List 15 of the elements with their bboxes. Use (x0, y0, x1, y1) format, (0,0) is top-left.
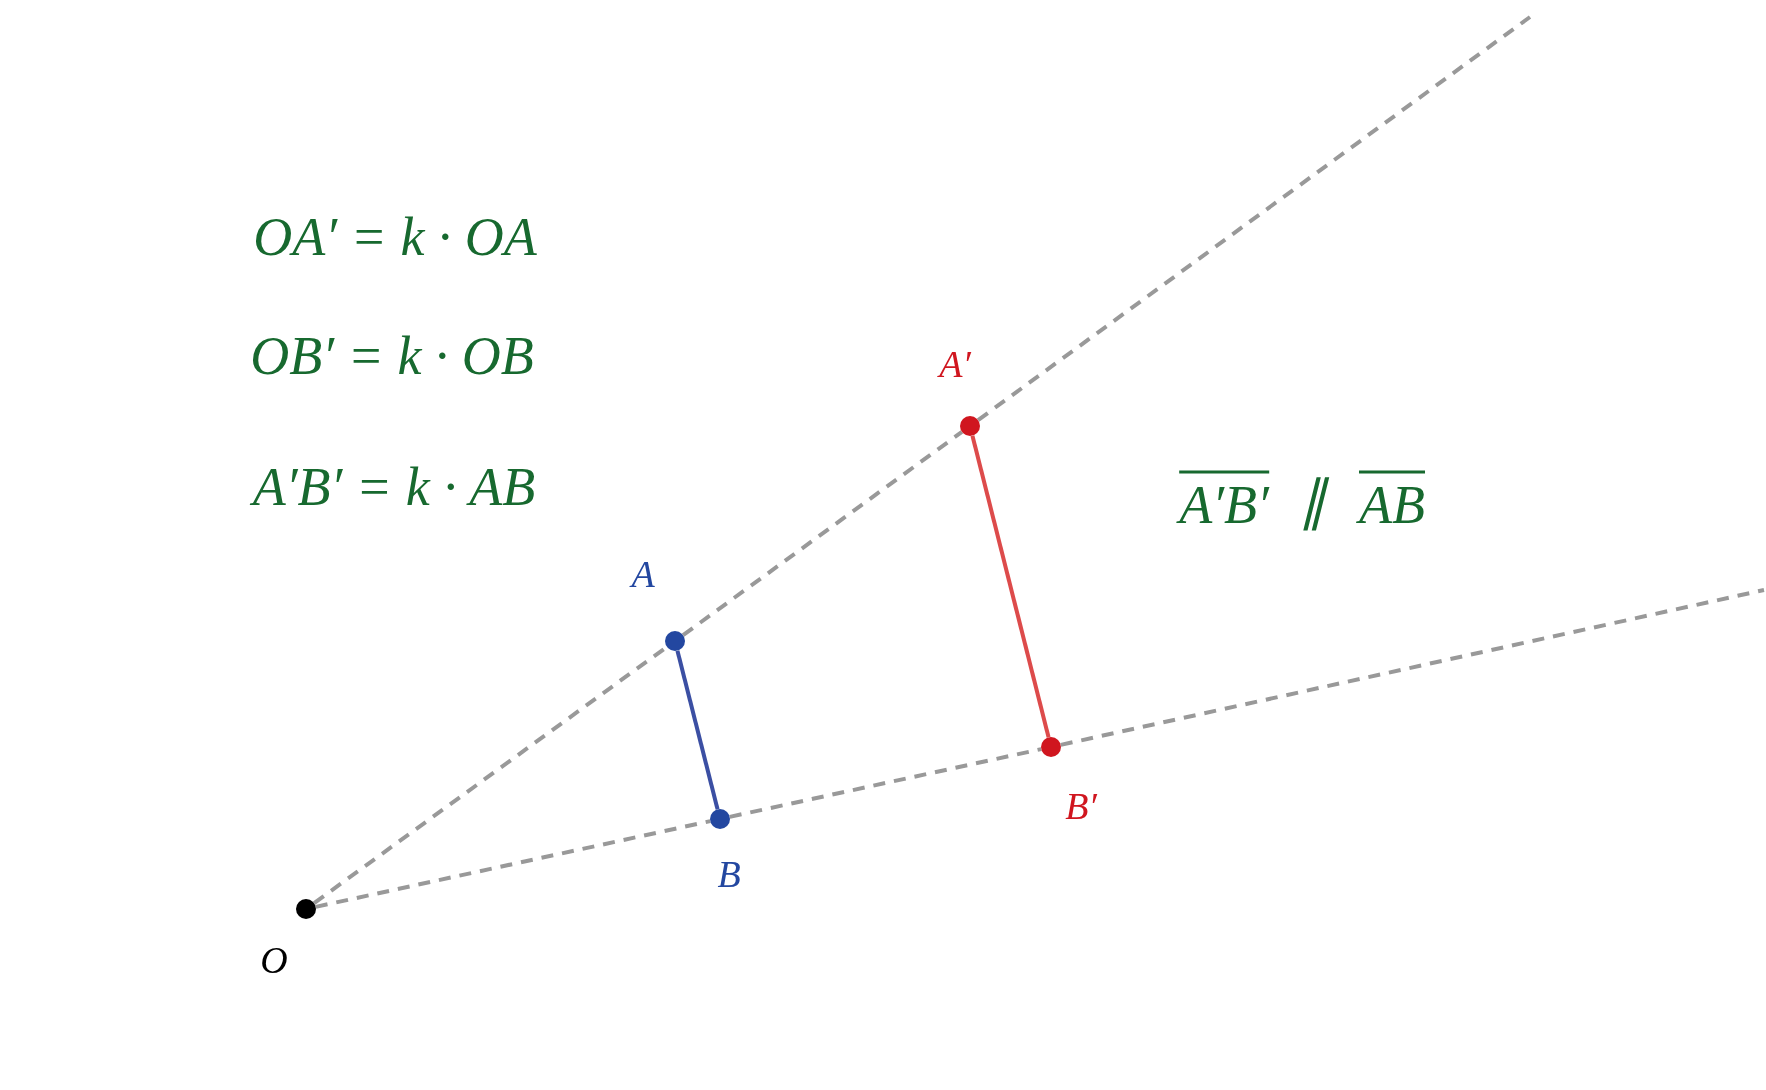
point-label: A′ (939, 345, 971, 383)
line-segment (970, 435, 1051, 738)
equation-text: A′B′ = k · AB (252, 460, 536, 514)
equation-text: OB′ = k · OB (250, 329, 534, 383)
dashed-ray (681, 430, 964, 637)
line-segment (675, 650, 720, 810)
dashed-ray (315, 819, 711, 909)
point-label: O (260, 941, 288, 979)
dashed-ray (729, 747, 1042, 819)
point-label: B′ (1065, 787, 1097, 825)
point-label: A (631, 555, 655, 593)
dashed-ray (976, 15, 1532, 422)
point-label: B (717, 855, 741, 893)
equation-text: OA′ = k · OA (253, 210, 537, 264)
dashed-ray (1060, 588, 1765, 747)
